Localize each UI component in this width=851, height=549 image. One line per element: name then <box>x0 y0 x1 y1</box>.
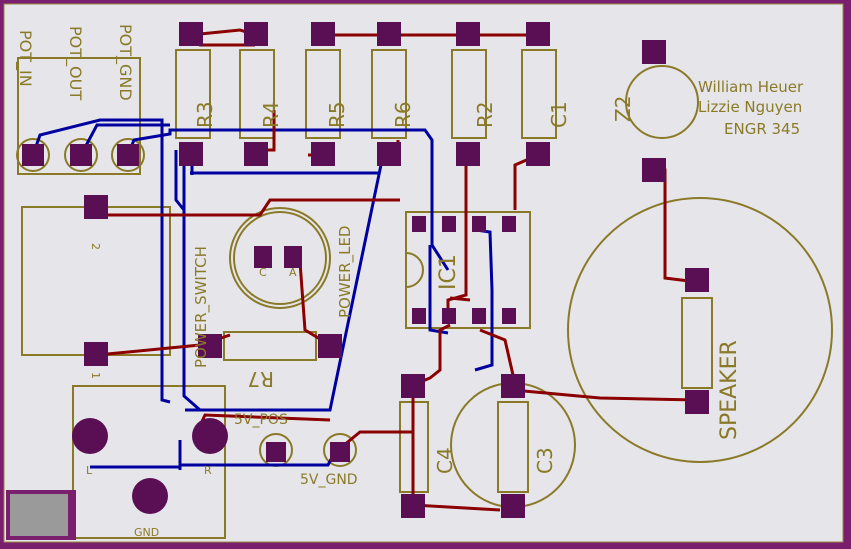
pad <box>377 22 401 46</box>
label-c1: C1 <box>547 101 571 128</box>
pad <box>442 216 456 232</box>
label-led-c: C <box>259 266 267 279</box>
label-pot-out: POT_OUT <box>65 26 85 100</box>
label-5v-pos: 5V_POS <box>234 412 288 428</box>
pad <box>84 195 108 219</box>
pad <box>442 308 456 324</box>
pad <box>330 442 350 462</box>
pads <box>22 22 709 518</box>
pad <box>501 494 525 518</box>
label-led-a: A <box>289 266 297 279</box>
author-line-3: ENGR 345 <box>724 120 800 138</box>
label-conn-1: 1 <box>89 372 102 379</box>
label-ic1: IC1 <box>436 254 461 290</box>
pad <box>401 494 425 518</box>
pad <box>401 374 425 398</box>
pad <box>642 40 666 64</box>
pad-pot-in <box>22 144 44 166</box>
label-r2: R2 <box>473 101 497 128</box>
label-speaker: SPEAKER <box>717 340 742 440</box>
pad <box>311 142 335 166</box>
pad <box>685 268 709 292</box>
pad <box>132 478 168 514</box>
pad <box>284 246 302 268</box>
pad <box>502 308 516 324</box>
author-line-1: William Heuer <box>698 78 804 96</box>
pad <box>84 342 108 366</box>
pad <box>472 216 486 232</box>
pad <box>472 308 486 324</box>
pad <box>192 418 228 454</box>
pad <box>685 390 709 414</box>
pad <box>412 308 426 324</box>
label-pot-gnd: POT_GND <box>115 24 135 101</box>
label-z2: Z2 <box>611 96 635 122</box>
pad <box>318 334 342 358</box>
label-c3: C3 <box>533 447 557 474</box>
pad <box>642 158 666 182</box>
pad <box>377 142 401 166</box>
pad <box>412 216 426 232</box>
pad <box>179 22 203 46</box>
pad <box>244 142 268 166</box>
label-conn-2: 2 <box>89 243 102 250</box>
label-r3: R3 <box>193 101 217 128</box>
ic1-notch <box>405 252 424 288</box>
pad <box>456 22 480 46</box>
pad <box>72 418 108 454</box>
bottom-traces <box>31 118 494 470</box>
pad <box>266 442 286 462</box>
pad <box>526 142 550 166</box>
label-jack-gnd: GND <box>134 526 159 539</box>
label-c4: C4 <box>433 447 457 474</box>
pad-pot-gnd <box>117 144 139 166</box>
silkscreen <box>16 49 833 539</box>
label-jack-r: R <box>204 464 212 477</box>
pad <box>526 22 550 46</box>
pad <box>244 22 268 46</box>
board-logo <box>6 490 76 540</box>
pad <box>311 22 335 46</box>
pad <box>254 246 272 268</box>
label-r6: R6 <box>391 101 415 128</box>
label-r7: R7 <box>247 367 274 391</box>
pad-pot-out <box>70 144 92 166</box>
pad <box>501 374 525 398</box>
label-jack-l: L <box>86 464 93 477</box>
author-line-2: Lizzie Nguyen <box>698 98 802 116</box>
label-r5: R5 <box>325 101 349 128</box>
pad <box>502 216 516 232</box>
pad <box>456 142 480 166</box>
label-power-led: POWER_LED <box>336 226 355 318</box>
label-power-switch: POWER_SWITCH <box>192 246 211 368</box>
label-pot-in: POT_IN <box>15 30 35 87</box>
pad <box>198 334 222 358</box>
label-r4: R4 <box>259 101 283 128</box>
label-5v-gnd: 5V_GND <box>300 472 358 488</box>
pad <box>179 142 203 166</box>
